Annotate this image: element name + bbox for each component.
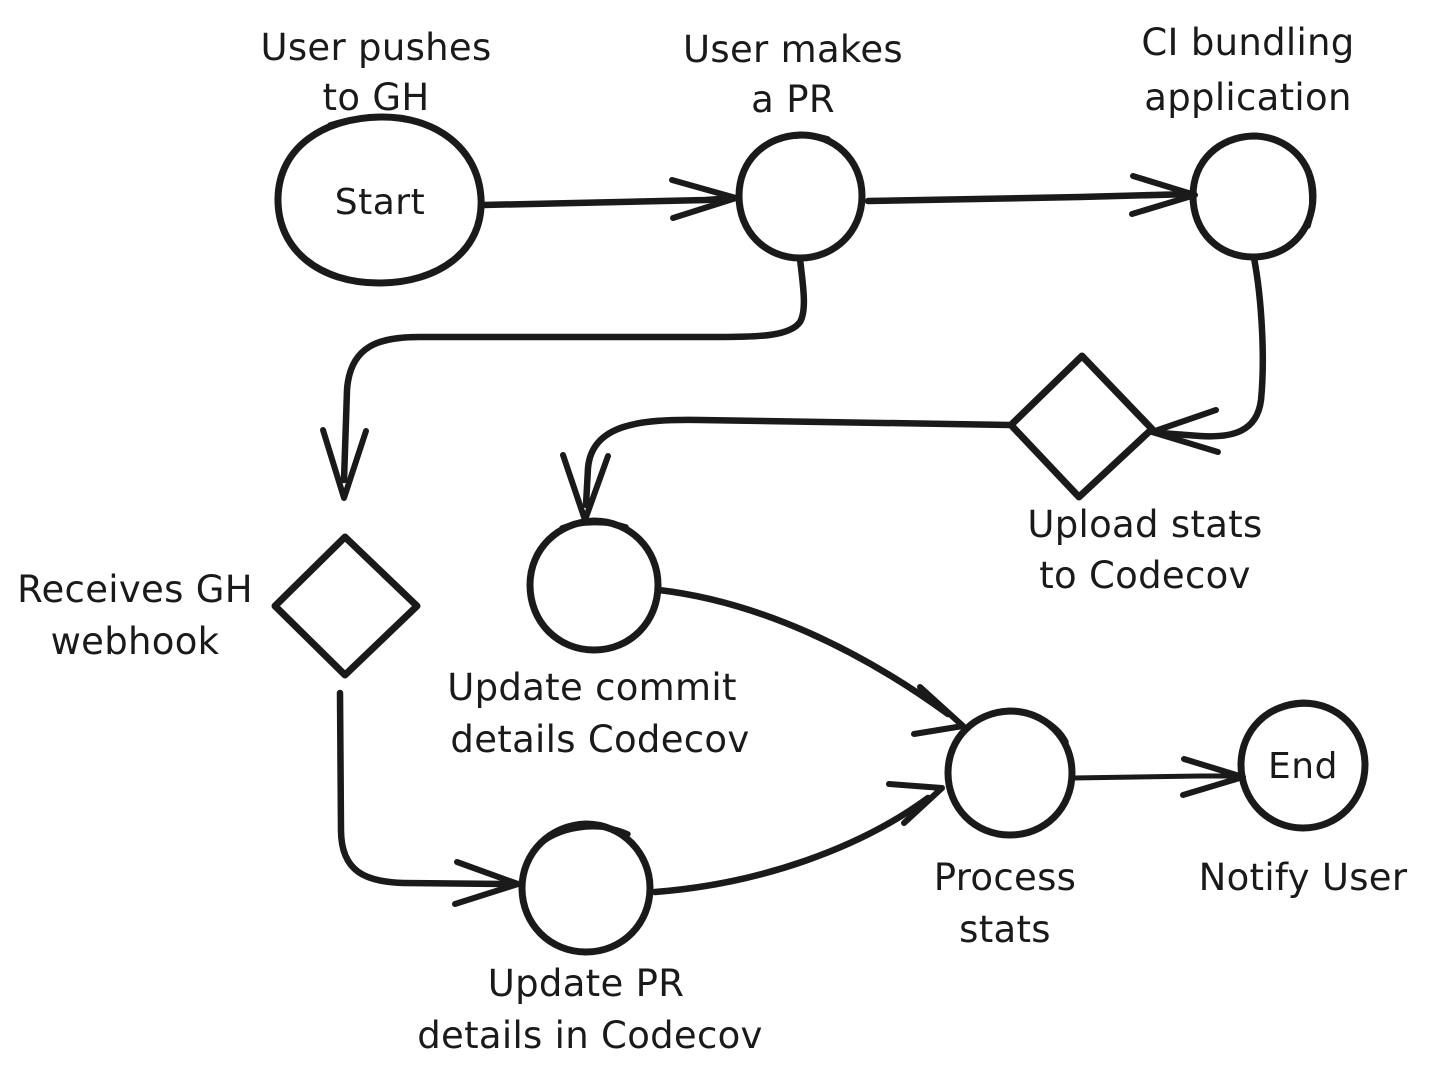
upload-diamond	[1007, 352, 1156, 501]
update-commit-caption-line-1: Update commit	[447, 666, 737, 709]
edge-line	[582, 416, 1014, 509]
ci-circle	[1189, 132, 1317, 261]
node-update-commit-details[interactable]: Update commit details Codecov	[447, 517, 749, 761]
pr-caption-line-1: User makes	[683, 28, 903, 71]
process-caption-line-1: Process	[934, 856, 1076, 899]
update-pr-circle	[518, 820, 654, 956]
webhook-diamond	[271, 533, 421, 679]
node-ci-bundling[interactable]: CI bundling application	[1141, 21, 1354, 261]
pr-caption-line-2: a PR	[751, 78, 835, 121]
start-ellipse-overstroke	[327, 114, 407, 128]
start-inner-label: Start	[335, 182, 425, 223]
upload-caption-line-2: to Codecov	[1039, 554, 1251, 597]
arrow-head-icon	[452, 859, 521, 907]
update-pr-caption-line-2: details in Codecov	[417, 1014, 763, 1057]
node-user-makes-pr[interactable]: User makes a PR	[683, 28, 903, 262]
edge-pr-to-ci	[864, 173, 1198, 217]
edge-process-to-end	[1070, 756, 1246, 798]
update-commit-overstroke	[559, 519, 629, 531]
webhook-caption-line-2: webhook	[51, 620, 220, 663]
edge-webhook-to-update-pr	[336, 689, 521, 907]
process-overstroke	[997, 708, 1069, 745]
pr-circle-overstroke	[769, 133, 831, 144]
edge-start-to-pr	[479, 177, 739, 221]
edge-line	[336, 689, 509, 888]
arrow-head-icon	[320, 427, 369, 501]
edge-line	[340, 255, 808, 484]
upload-caption-line-1: Upload stats	[1027, 503, 1262, 546]
edge-line	[655, 586, 952, 718]
edge-ci-to-upload	[1149, 254, 1266, 455]
end-circle	[1237, 699, 1369, 832]
start-caption-line-2: to GH	[323, 76, 430, 119]
end-overstroke	[1269, 701, 1323, 715]
update-commit-caption-line-2: details Codecov	[450, 718, 749, 761]
update-pr-caption-line-1: Update PR	[488, 962, 684, 1005]
edge-line	[1156, 254, 1266, 440]
end-inner-label: End	[1268, 746, 1338, 787]
update-pr-overstroke	[535, 824, 631, 849]
edge-pr-to-webhook	[320, 255, 808, 501]
edge-upload-to-update-commit	[560, 416, 1014, 523]
start-ellipse	[274, 113, 485, 287]
node-update-pr-details[interactable]: Update PR details in Codecov	[417, 820, 763, 1057]
arrow-head-icon	[911, 684, 966, 737]
node-process-stats[interactable]: Process stats	[934, 707, 1076, 951]
ci-caption-line-2: application	[1144, 76, 1351, 119]
node-upload-stats[interactable]: Upload stats to Codecov	[1007, 352, 1263, 597]
ci-circle-overstroke	[1302, 162, 1315, 229]
edge-line	[1070, 773, 1243, 781]
process-caption-line-2: stats	[959, 908, 1051, 951]
pr-circle	[735, 131, 866, 262]
edge-line	[651, 794, 932, 896]
edge-update-commit-to-process	[655, 586, 966, 737]
edge-line	[864, 190, 1196, 205]
node-start[interactable]: Start User pushes to GH	[260, 26, 491, 287]
arrow-head-icon	[886, 781, 945, 826]
start-caption-line-1: User pushes	[260, 26, 491, 69]
ci-caption-line-1: CI bundling	[1141, 21, 1354, 64]
edge-update-pr-to-process	[651, 781, 945, 896]
edge-line	[479, 194, 737, 209]
arrow-head-icon	[1149, 407, 1221, 455]
webhook-caption-line-1: Receives GH	[17, 568, 253, 611]
update-commit-circle	[526, 517, 662, 654]
node-end[interactable]: End Notify User	[1199, 699, 1408, 899]
end-caption-line-1: Notify User	[1199, 856, 1408, 899]
node-receives-webhook[interactable]: Receives GH webhook	[17, 533, 421, 679]
